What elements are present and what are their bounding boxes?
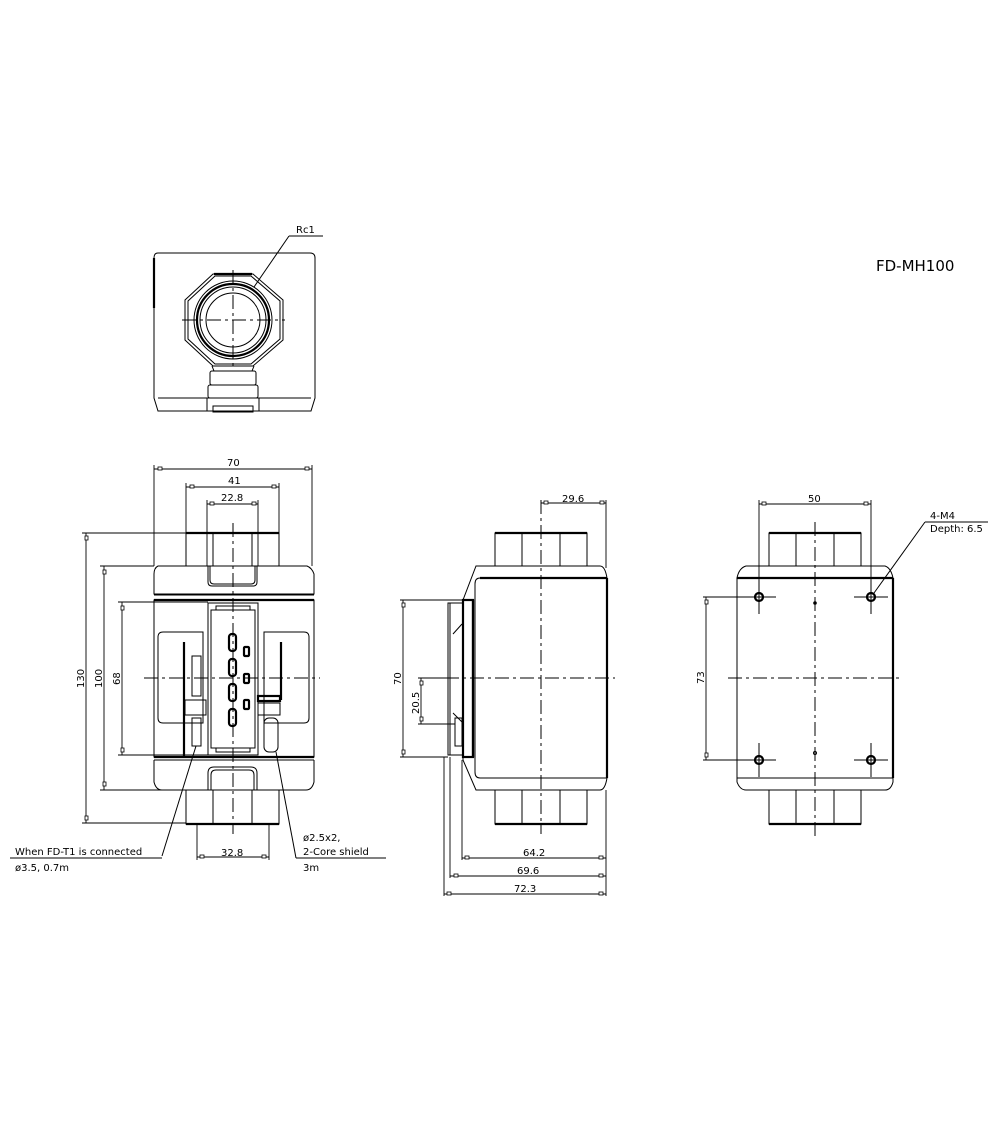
hole-note-line2: Depth: 6.5 [930,524,983,535]
side-view: 29.6 70 20.5 64.2 69.6 72.3 [393,494,615,896]
dim-height-inner: 68 [112,672,123,685]
dim-height-body: 100 [94,669,105,688]
dim-depth-2: 69.6 [517,866,539,877]
model-title: FD-MH100 [876,257,954,275]
note-right-line2: 2-Core shield [303,847,369,858]
dim-offset-top: 29.6 [562,494,584,505]
note-right-line3: 3m [303,863,319,874]
indicator-leds [227,632,251,728]
dim-width-nut: 41 [228,476,241,487]
dim-height-total: 130 [76,669,87,688]
dim-hole-spacing-h: 50 [808,494,821,505]
dim-height: 70 [393,672,404,685]
thread-label: Rc1 [296,225,315,236]
dim-depth-1: 64.2 [523,848,545,859]
dim-width-bottom-nut: 32.8 [221,848,243,859]
dim-depth-3: 72.3 [514,884,536,895]
dim-height-small: 20.5 [411,692,422,714]
note-left-line1: When FD-T1 is connected [15,847,142,858]
note-right-line1: ø2.5x2, [303,833,340,844]
note-left-line2: ø3.5, 0.7m [15,863,69,874]
dim-hole-spacing-v: 73 [696,671,707,684]
top-view: Rc1 [152,225,323,413]
front-view: 70 41 22.8 130 100 68 32.8 [10,458,386,874]
dim-width-total: 70 [227,458,240,469]
back-view: 50 73 4-M4 Depth: 6.5 [696,494,988,838]
hole-note-line1: 4-M4 [930,511,955,522]
dim-width-inner: 22.8 [221,493,243,504]
mounting-holes [742,580,888,777]
